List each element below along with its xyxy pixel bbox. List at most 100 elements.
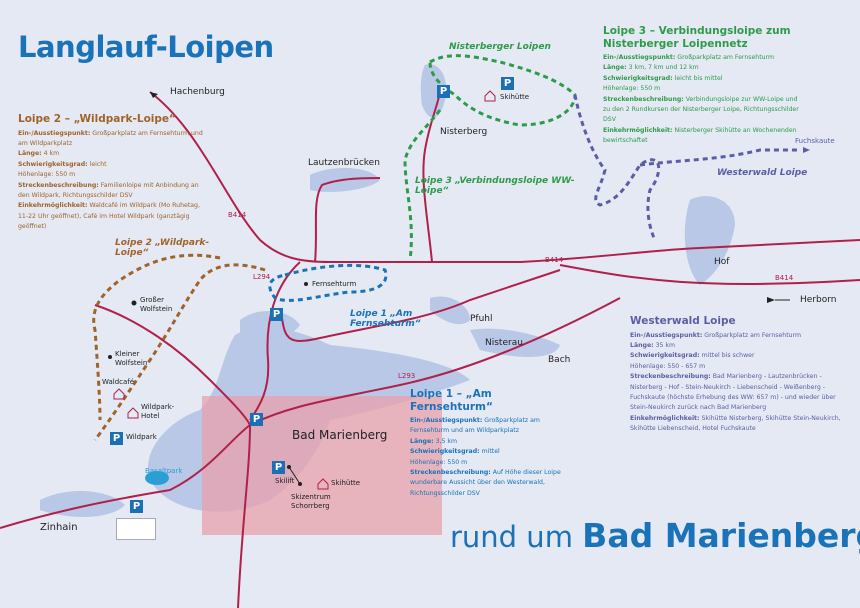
trail-label-loipe1: Loipe 1 „Am Fernsehturm“ bbox=[350, 309, 421, 329]
info-key: Schwierigkeitsgrad: bbox=[18, 160, 88, 168]
label-hof: Hof bbox=[714, 257, 730, 267]
label-skizentrum: Skizentrum Schorrberg bbox=[291, 493, 331, 510]
trail-label-loipe3: Loipe 3 „Verbindungsloipe WW-Loipe“ bbox=[415, 176, 575, 196]
info-loipe1: Loipe 1 – „Am Fernsehturm“ Ein-/Ausstiegs… bbox=[410, 388, 570, 499]
info-row: Länge: 3,5 km bbox=[410, 437, 570, 447]
road-label-b414a: B414 bbox=[228, 211, 247, 219]
info-key: Länge: bbox=[603, 64, 627, 72]
trail-label-nisterberger: Nisterberger Loipen bbox=[449, 42, 551, 52]
label-bach: Bach bbox=[548, 355, 571, 365]
hut-icons bbox=[113, 90, 496, 490]
trail-westerwald bbox=[573, 94, 800, 241]
parking-icon: P bbox=[272, 461, 285, 474]
label-pfuhl: Pfuhl bbox=[470, 314, 493, 324]
info-value: Höhenlage: 550 m bbox=[18, 171, 76, 179]
info-key: Ein-/Ausstiegspunkt: bbox=[603, 54, 676, 61]
info-key: Ein-/Ausstiegspunkt: bbox=[410, 417, 483, 424]
basaltpark-lake bbox=[145, 471, 169, 485]
info-row: Schwierigkeitsgrad: leicht bbox=[18, 160, 208, 170]
label-skihuette-nisterberg: Skihütte bbox=[500, 93, 530, 101]
info-row: Ein-/Ausstiegspunkt: Großparkplatz am Fe… bbox=[18, 129, 208, 150]
road-b414-hachenburg bbox=[149, 91, 860, 263]
info-value: Höhenlage: 550 - 657 m bbox=[630, 362, 706, 370]
road-south bbox=[237, 424, 251, 608]
label-wildpark-hotel: Wildpark-Hotel bbox=[141, 403, 175, 420]
info-row: Streckenbeschreibung: Auf Höhe dieser Lo… bbox=[410, 468, 570, 499]
info-row: Einkehrmöglichkeit: Nisterberger Skihütt… bbox=[603, 126, 803, 147]
skihuette-schorrberg-icon bbox=[317, 478, 329, 490]
info-key: Länge: bbox=[18, 150, 42, 158]
info-key: Länge: bbox=[630, 341, 654, 349]
parking-icon: P bbox=[501, 77, 514, 90]
info-value: Waldcafé im Wildpark (Mo Ruhetag, 11-22 … bbox=[18, 202, 200, 231]
fuchskaute-arrow-icon bbox=[803, 147, 810, 153]
subtitle: rund um Bad Marienberg bbox=[450, 516, 860, 555]
info-value: Großparkplatz am Fernsehturm bbox=[677, 54, 775, 61]
road-l293 bbox=[249, 297, 621, 426]
info-value: Bad Marienberg - Lautzenbrücken - Nister… bbox=[630, 373, 836, 412]
label-hachenburg: Hachenburg bbox=[170, 87, 225, 97]
info-row: Einkehrmöglichkeit: Waldcafé im Wildpark… bbox=[18, 201, 208, 232]
info-key: Schwierigkeitsgrad: bbox=[410, 448, 480, 456]
label-fernsehturm: Fernsehturm bbox=[312, 280, 357, 288]
label-bad-marienberg: Bad Marienberg bbox=[292, 428, 388, 442]
info-value: mittel bis schwer bbox=[701, 352, 755, 360]
parking-icon: P bbox=[130, 500, 143, 513]
info-value: 35 km bbox=[655, 341, 676, 349]
info-key: Einkehrmöglichkeit: bbox=[18, 202, 88, 210]
info-value: Verbindungsloipe zur WW-Loipe und zu den… bbox=[603, 95, 799, 124]
info-row: Ein-/Ausstiegspunkt: Großparkplatz am Fe… bbox=[630, 331, 845, 341]
info-key: Streckenbeschreibung: bbox=[603, 95, 684, 103]
info-title: Loipe 1 – „Am Fernsehturm“ bbox=[410, 388, 493, 413]
info-key: Schwierigkeitsgrad: bbox=[630, 352, 700, 360]
info-row: Höhenlage: 550 m bbox=[410, 458, 570, 468]
road-b414-herborn bbox=[559, 264, 860, 286]
info-value: Auf Höhe dieser Loipe wunderbare Aussich… bbox=[410, 469, 561, 497]
info-title: Loipe 3 – Verbindungsloipe zum Nisterber… bbox=[603, 25, 791, 50]
skihuette-nisterberg-icon bbox=[484, 90, 496, 102]
info-key: Schwierigkeitsgrad: bbox=[603, 74, 673, 82]
waldcafe-icon bbox=[113, 388, 125, 400]
info-key: Einkehrmöglichkeit: bbox=[630, 414, 700, 422]
info-key: Streckenbeschreibung: bbox=[18, 181, 99, 189]
page-title: Langlauf-Loipen bbox=[18, 30, 274, 64]
skilift-line bbox=[288, 466, 301, 485]
info-value: mittel bbox=[481, 448, 500, 456]
info-value: Familienloipe mit Anbindung an den Wildp… bbox=[18, 181, 199, 199]
info-row: Ein-/Ausstiegspunkt: Großparkplatz am Fe… bbox=[410, 416, 570, 437]
area-nisterau bbox=[470, 328, 560, 357]
road-west bbox=[0, 424, 251, 529]
label-skilift: Skilift bbox=[275, 477, 295, 485]
info-row: Schwierigkeitsgrad: leicht bis mittel bbox=[603, 74, 803, 84]
info-value: 3,5 km bbox=[435, 437, 458, 445]
label-fuchskaute: Fuchskaute bbox=[795, 137, 835, 145]
area-hof bbox=[684, 196, 735, 285]
label-wildpark: Wildpark bbox=[126, 433, 157, 441]
hachenburg-arrow-icon bbox=[150, 92, 158, 98]
trail-label-westerwald: Westerwald Loipe bbox=[717, 168, 808, 178]
info-row: Streckenbeschreibung: Familienloipe mit … bbox=[18, 181, 208, 202]
info-row: Schwierigkeitsgrad: mittel bis schwer bbox=[630, 351, 845, 361]
info-key: Länge: bbox=[410, 437, 434, 445]
trails bbox=[92, 54, 800, 441]
road-label-l294: L294 bbox=[253, 273, 271, 281]
info-value: Höhenlage: 550 m bbox=[603, 85, 661, 93]
label-waldcafe: Waldcafé bbox=[102, 378, 135, 386]
info-loipe2: Loipe 2 – „Wildpark-Loipe“Ein-/Ausstiegs… bbox=[18, 113, 208, 233]
label-nisterberg: Nisterberg bbox=[440, 127, 488, 137]
trail-nisterberger bbox=[403, 54, 577, 261]
road-label-l293: L293 bbox=[398, 372, 416, 380]
area-nisterberg bbox=[420, 64, 447, 118]
info-key: Ein-/Ausstiegspunkt: bbox=[18, 129, 91, 137]
label-herborn: Herborn bbox=[800, 295, 837, 305]
label-nisterau: Nisterau bbox=[485, 338, 523, 348]
points bbox=[108, 282, 308, 486]
info-key: Ein-/Ausstiegspunkt: bbox=[630, 331, 703, 339]
road-label-b414c: B414 bbox=[775, 274, 794, 282]
center-box bbox=[202, 396, 442, 535]
road-lautzenbruecken bbox=[314, 177, 381, 263]
info-value: Skihütte Nisterberg, Skihütte Stein-Neuk… bbox=[630, 414, 841, 433]
parking-icon: P bbox=[110, 432, 123, 445]
info-row: Länge: 3 km, 7 km und 12 km bbox=[603, 63, 803, 73]
info-key: Streckenbeschreibung: bbox=[410, 469, 491, 477]
